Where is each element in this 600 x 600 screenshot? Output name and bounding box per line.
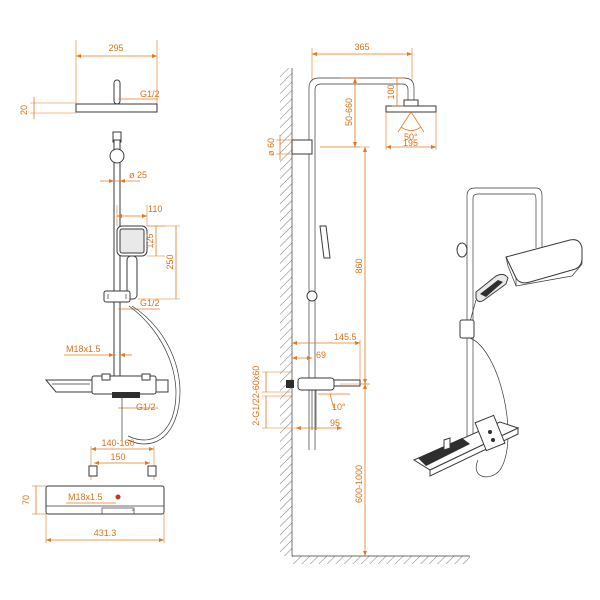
dim-label: G1/2 [136, 402, 156, 412]
dimension-arm-drop: 50-660 [320, 77, 360, 148]
dimension-body-width: 431.3 [45, 514, 165, 543]
dim-label: 295 [108, 43, 123, 53]
dimension-head-depth: 195 [385, 112, 437, 150]
dim-label: 431.3 [94, 528, 117, 538]
dimension-slider-thread: G1/2 [118, 298, 160, 310]
wall-hatch [280, 68, 292, 556]
side-shower-head [403, 99, 419, 107]
rain-shower-head [75, 103, 158, 113]
dim-label: 125 [145, 233, 155, 248]
iso-control-panel [418, 438, 470, 466]
side-view: 365 100 50-660 50° [251, 42, 470, 564]
dimension-column: 860 [320, 146, 370, 385]
dim-label: 365 [354, 42, 369, 52]
iso-bracket [456, 242, 468, 258]
dim-label: 50° [404, 132, 418, 142]
dim-label: 2-60x60 [251, 366, 261, 399]
dim-label: 145.5 [334, 332, 357, 342]
dimension-body-thread: M18x1.5 [66, 492, 116, 504]
side-inlet [286, 380, 294, 388]
dimension-hand-head: 125 [145, 225, 165, 257]
wall-bracket [109, 148, 125, 164]
iso-rain-head [505, 239, 583, 284]
dim-label: 150 [110, 452, 125, 462]
dim-label: ø 60 [266, 138, 276, 156]
head-connector [113, 79, 121, 105]
side-column-arm [308, 77, 415, 450]
iso-slider [459, 319, 475, 339]
dim-label: M18x1.5 [68, 492, 103, 502]
center-marker [115, 494, 121, 500]
dim-label: 250 [165, 254, 175, 269]
slider-holder [103, 290, 131, 303]
iso-column-arm [466, 187, 543, 446]
side-bracket [291, 139, 313, 155]
side-valve [297, 377, 335, 391]
dimension-pipe-diameter: ø 25 [100, 170, 147, 183]
dimension-spout: 95 [296, 418, 342, 430]
dimension-mount-height: 600-1000 [340, 383, 370, 556]
dim-label: 100 [386, 84, 396, 99]
dimension-tilt: 10° [318, 393, 350, 412]
dimension-head-drop: 100 [386, 77, 404, 107]
dim-label: 95 [330, 418, 340, 428]
side-slider [306, 290, 318, 302]
valve-outlet [112, 392, 140, 398]
dimension-head-thread: G1/2 [118, 89, 160, 100]
dimension-bracket: ø 60 [266, 135, 292, 160]
dim-label: 69 [316, 350, 326, 360]
dimension-head-width: 295 [75, 40, 158, 108]
hand-shower-handle [126, 255, 138, 300]
shower-hose [127, 305, 181, 445]
dimension-valve-offset: 69 [292, 350, 326, 360]
iso-connector [443, 437, 451, 451]
dim-label: 2-G1/2 [251, 398, 261, 426]
dim-label: G1/2 [140, 298, 160, 308]
dim-label: 20 [19, 105, 29, 115]
dimension-angle: 50° [397, 111, 425, 142]
dim-label: 195 [403, 138, 418, 148]
dim-label: 860 [354, 258, 364, 273]
dimension-valve-thread: G1/2 [118, 402, 158, 412]
dim-label: 10° [332, 402, 346, 412]
dim-label: 70 [21, 495, 31, 505]
dim-label: 50-660 [344, 98, 354, 126]
side-hand-shower [319, 225, 331, 259]
dim-label: 110 [148, 204, 162, 214]
dim-label: G1/2 [140, 89, 160, 99]
dimension-hand-length: 250 [138, 225, 180, 300]
riser-pipe [113, 139, 121, 381]
eccentric-connector-left [88, 465, 98, 477]
dimension-arm: 365 [311, 42, 413, 82]
dimension-centers: 150 [94, 452, 150, 465]
dimension-inlet-thread: 2-G1/2 [251, 395, 300, 429]
dimension-inlet-size: 2-60x60 [251, 366, 292, 399]
side-tray [333, 379, 361, 387]
dimension-projection: 145.5 [292, 332, 361, 384]
dim-label: 140-160 [101, 438, 134, 448]
dimension-body-height: 70 [21, 485, 46, 515]
dim-label: ø 25 [129, 170, 147, 180]
thermostatic-body [45, 485, 165, 515]
dimension-hand-width: 110 [116, 204, 162, 226]
eccentric-connector-right [147, 465, 157, 477]
dim-label: 600-1000 [354, 465, 364, 503]
floor-hatch [292, 556, 470, 564]
dimension-hose-thread: M18x1.5 [64, 344, 132, 357]
svg-text:ᴬ: ᴬ [131, 508, 134, 513]
dim-label: M18x1.5 [66, 344, 101, 354]
isometric-product-view [412, 187, 583, 478]
dimension-head-height: 20 [19, 97, 76, 119]
front-view: 295 20 G1/2 ø 25 [19, 40, 181, 543]
iso-hose [469, 337, 509, 478]
